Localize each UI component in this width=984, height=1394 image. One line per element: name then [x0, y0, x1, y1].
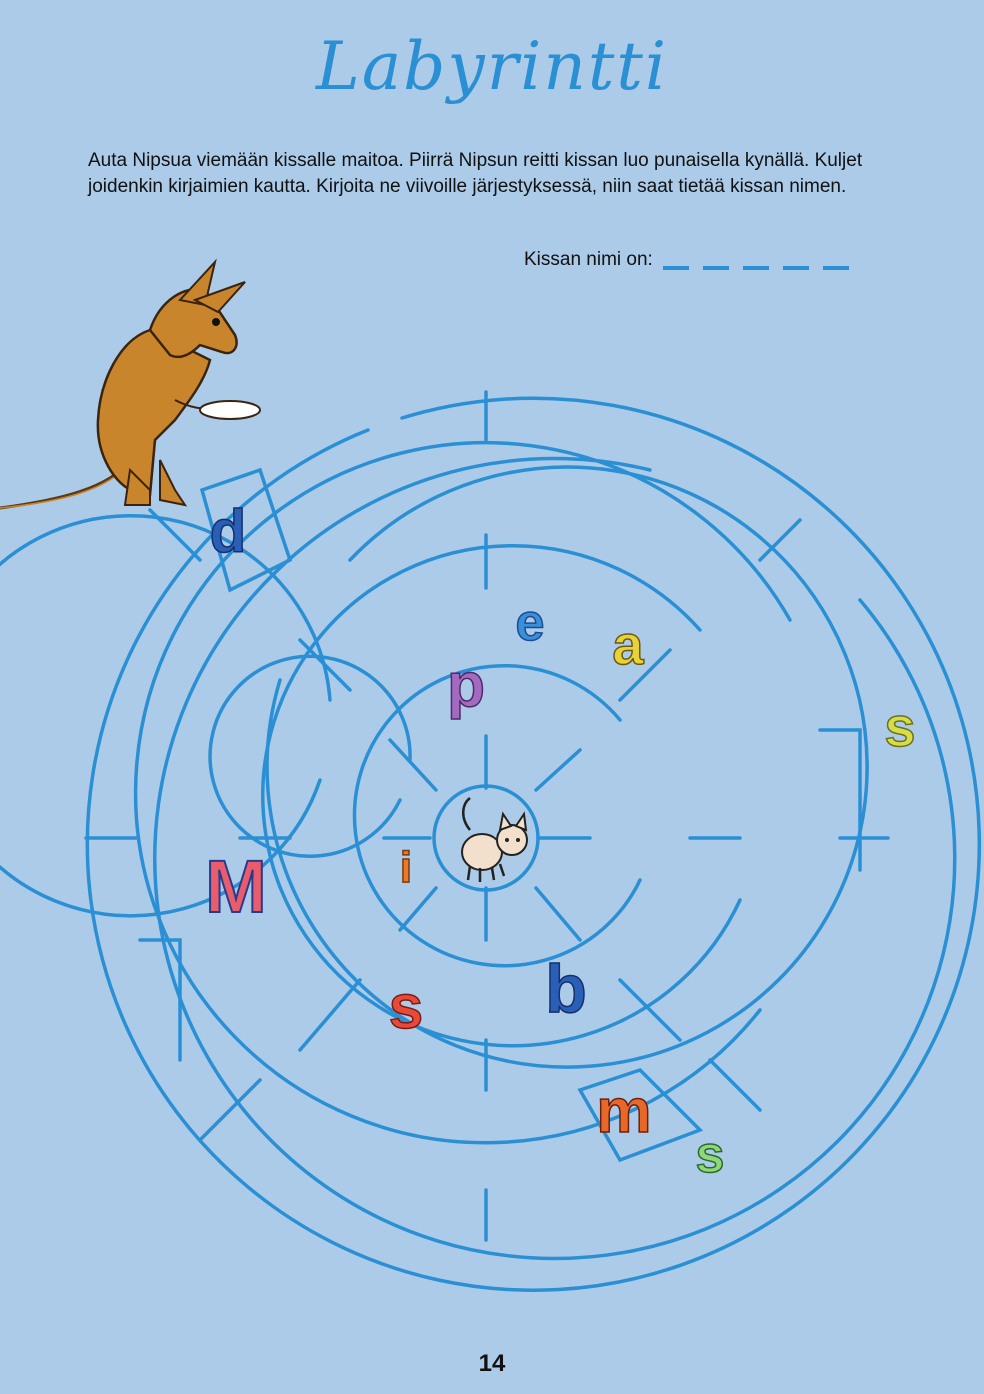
answer-blank[interactable] — [742, 266, 769, 270]
answer-blank[interactable] — [782, 266, 809, 270]
answer-blank[interactable] — [822, 266, 849, 270]
sniff-character — [0, 258, 261, 510]
maze-letter: s — [389, 973, 423, 1042]
cat-character — [461, 797, 528, 882]
answer-blanks[interactable] — [662, 266, 849, 272]
page-number: 14 — [478, 1350, 506, 1377]
answer-label: Kissan nimi on: — [524, 249, 653, 270]
maze-letters: d e a p s i M s b m s — [204, 497, 916, 1185]
maze-letter: m — [596, 1077, 651, 1146]
maze-letter: p — [447, 651, 485, 720]
answer-blank[interactable] — [662, 266, 689, 270]
circular-maze — [0, 390, 982, 1292]
maze-letter: e — [516, 594, 545, 652]
maze-letter: s — [696, 1126, 725, 1184]
maze-letter: b — [545, 951, 587, 1027]
maze-letter: d — [210, 498, 247, 565]
maze-letter: i — [400, 843, 412, 892]
page-title: Labyrintti — [315, 28, 669, 105]
answer-row: Kissan nimi on: — [524, 248, 849, 272]
maze-letter: M — [205, 845, 267, 928]
maze-letter: s — [884, 695, 915, 758]
maze-letter: a — [612, 613, 644, 676]
answer-blank[interactable] — [702, 266, 729, 270]
instructions-text: Auta Nipsua viemään kissalle maitoa. Pii… — [88, 150, 863, 197]
